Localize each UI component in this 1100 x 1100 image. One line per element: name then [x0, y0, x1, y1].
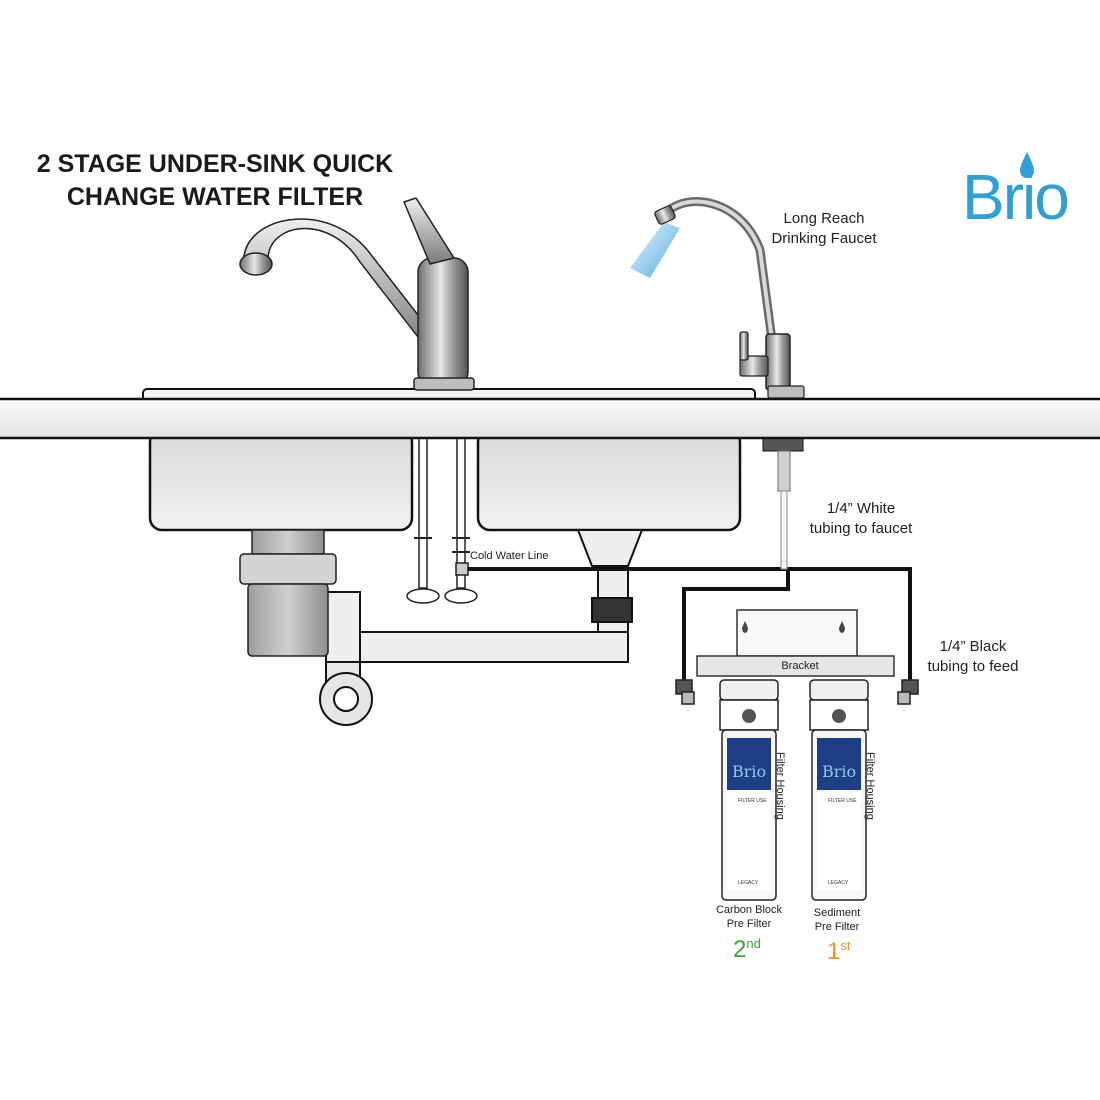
filter-housing-label-sediment: Filter Housing — [864, 752, 876, 820]
cold-water-label: Cold Water Line — [470, 550, 549, 562]
sink-basin-right — [476, 428, 742, 532]
water-stream — [630, 222, 680, 278]
filter-use-carbon: FILTER USE — [738, 798, 767, 804]
filter-housing-carbon — [719, 679, 779, 901]
white-tubing-label: 1/4” White tubing to faucet — [809, 500, 913, 537]
filter-housing-label-carbon: Filter Housing — [774, 752, 786, 820]
brio-logo: Brio — [962, 161, 1070, 233]
title-line-1: 2 STAGE UNDER-SINK QUICK — [36, 150, 394, 178]
filter-use-sediment: FILTER USE — [828, 798, 857, 804]
faucet-label: Long Reach Drinking Faucet — [771, 210, 877, 247]
kitchen-faucet — [239, 197, 475, 391]
filter-housing-sediment — [809, 679, 869, 901]
title-line-2: CHANGE WATER FILTER — [66, 183, 364, 211]
page-title: 2 STAGE UNDER-SINK QUICK CHANGE WATER FI… — [20, 148, 410, 214]
stage-number-sediment: 1st — [827, 932, 850, 966]
sink — [148, 428, 742, 532]
stage-digit-carbon: 2 — [733, 936, 747, 963]
stage-suffix-sediment: st — [840, 938, 851, 953]
tube-fittings — [675, 679, 919, 705]
countertop — [0, 388, 1100, 440]
filter-series-carbon: LEGACY — [738, 880, 759, 886]
black-tubing-label: 1/4” Black tubing to feed — [927, 638, 1019, 675]
stage-suffix-carbon: nd — [746, 936, 761, 951]
filter-caption-carbon: Carbon Block Pre Filter — [715, 904, 783, 930]
sink-basin-left — [148, 428, 414, 532]
black-feed-tubing — [468, 567, 912, 680]
white-tubing-to-faucet — [762, 436, 804, 570]
supply-lines — [406, 437, 478, 604]
stage-digit-sediment: 1 — [827, 938, 841, 965]
bracket-label: Bracket — [781, 660, 819, 672]
drain-pipe — [319, 529, 644, 726]
filter-brand-carbon: Brio — [732, 762, 767, 781]
filter-caption-sediment: Sediment Pre Filter — [813, 907, 861, 933]
filter-series-sediment: LEGACY — [828, 880, 849, 886]
bracket — [696, 609, 895, 677]
stage-number-carbon: 2nd — [733, 930, 761, 964]
brio-droplet-icon — [1020, 152, 1034, 178]
filter-brand-sediment: Brio — [822, 762, 857, 781]
drinking-faucet — [630, 197, 805, 399]
garbage-disposal — [239, 529, 337, 657]
